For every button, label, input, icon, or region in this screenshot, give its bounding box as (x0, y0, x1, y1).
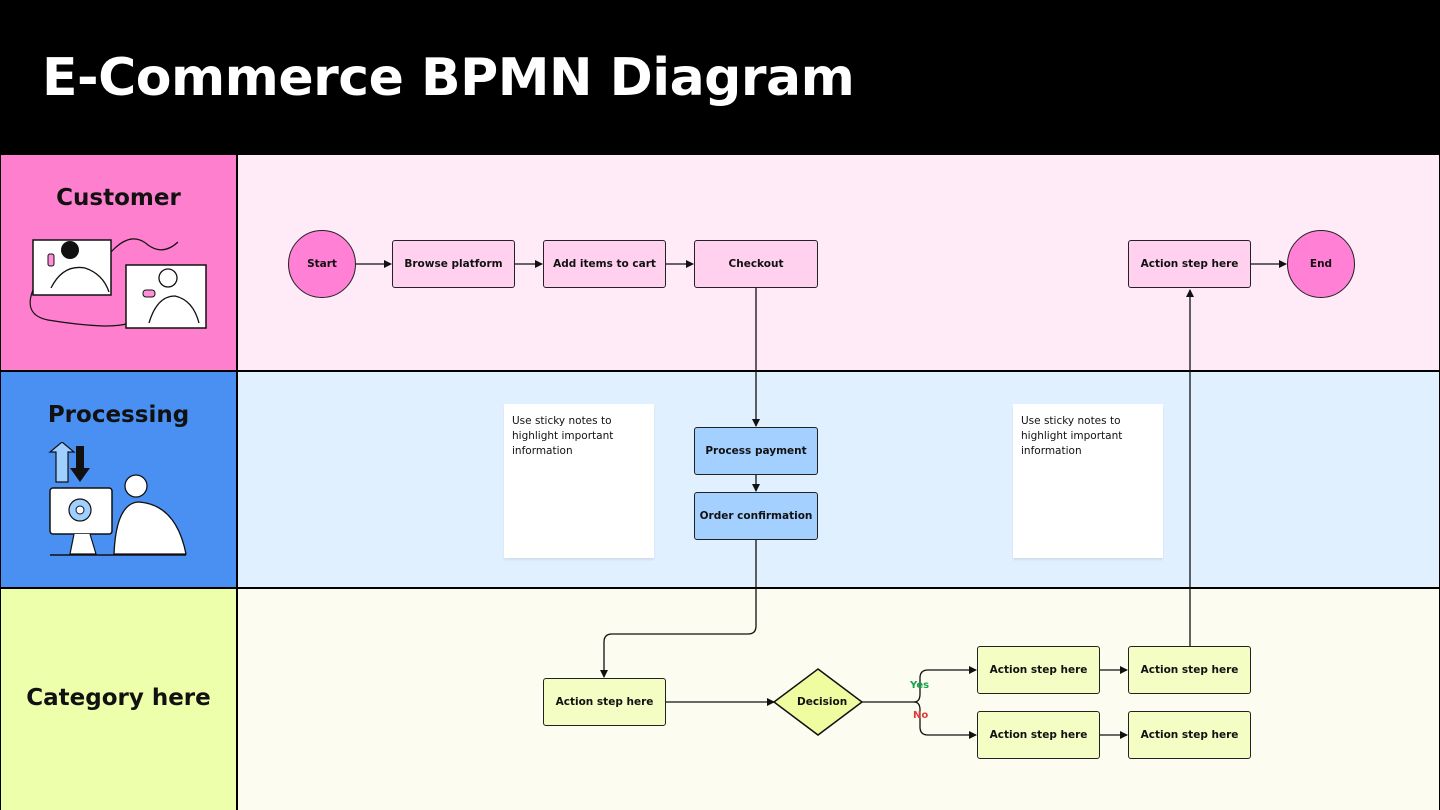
no-action-step-2[interactable]: Action step here (1128, 711, 1251, 759)
lane-body-processing (238, 372, 1439, 589)
sticky-note-1[interactable]: Use sticky notes to highlight important … (504, 404, 654, 558)
checkout-step[interactable]: Checkout (694, 240, 818, 288)
yes-action-step-1[interactable]: Action step here (977, 646, 1100, 694)
category-action-step[interactable]: Action step here (543, 678, 666, 726)
lane-name-category: Category here (26, 685, 211, 711)
lane-label-customer: Customer (1, 153, 238, 372)
lane-name-processing: Processing (47, 402, 190, 428)
sticky-note-2[interactable]: Use sticky notes to highlight important … (1013, 404, 1163, 558)
process-payment-step[interactable]: Process payment (694, 427, 818, 475)
order-confirmation-step[interactable]: Order confirmation (694, 492, 818, 540)
yes-branch-label: Yes (910, 680, 930, 691)
lane-name-customer: Customer (56, 185, 181, 211)
no-branch-label: No (913, 710, 929, 721)
end-event[interactable]: End (1287, 230, 1355, 298)
decision-label[interactable]: Decision (797, 696, 848, 708)
customer-action-step[interactable]: Action step here (1128, 240, 1251, 288)
lane-label-processing: Processing (1, 372, 238, 589)
add-items-to-cart-step[interactable]: Add items to cart (543, 240, 666, 288)
start-event[interactable]: Start (288, 230, 356, 298)
no-action-step-1[interactable]: Action step here (977, 711, 1100, 759)
lane-label-category: Category here (1, 589, 238, 810)
yes-action-step-2[interactable]: Action step here (1128, 646, 1251, 694)
two-people-on-phone-illustration (29, 238, 207, 329)
header-bar: E-Commerce BPMN Diagram (0, 0, 1440, 153)
page-title: E-Commerce BPMN Diagram (42, 48, 855, 108)
person-at-computer-illustration (48, 442, 187, 556)
browse-platform-step[interactable]: Browse platform (392, 240, 515, 288)
